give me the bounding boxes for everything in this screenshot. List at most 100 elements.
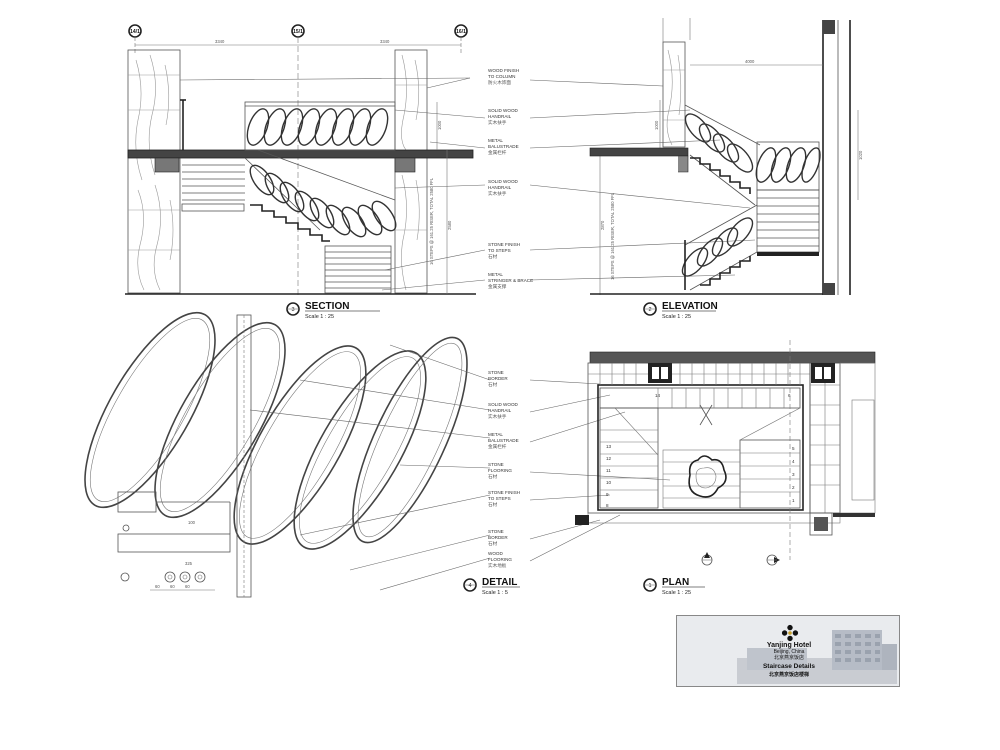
drawing-title-chinese: 北京燕京饭店楼梯 [768, 672, 809, 678]
detail-balustrade-loops [84, 311, 468, 550]
left-wood-column [127, 49, 181, 294]
svg-text:实木扶手: 实木扶手 [488, 119, 507, 126]
detail-view: 60 60 60 325 100 4 DETAIL Scale 1 : 5 [84, 311, 520, 598]
svg-text:实木扶手: 实木扶手 [488, 413, 507, 420]
svg-text:STRINGER & BRACE: STRINGER & BRACE [488, 278, 533, 283]
svg-text:FLOORING: FLOORING [488, 557, 512, 562]
svg-text:4: 4 [792, 459, 795, 464]
svg-text:13: 13 [606, 444, 612, 449]
svg-text:石材: 石材 [488, 501, 498, 508]
elev-dim-rail-height: 1000 [654, 120, 659, 130]
elev-dim-upper: 1020 [858, 150, 863, 160]
svg-text:METAL: METAL [488, 138, 503, 143]
dim-left-bay: 3340 [215, 39, 225, 44]
elevation-upper-flight [684, 104, 761, 206]
title-block: Yanjing Hotel Beijing, China 北京燕京饭店 Stai… [676, 615, 900, 687]
plan-view-title: 1 PLAN Scale 1 : 25 [643, 577, 705, 596]
svg-text:STONE: STONE [488, 529, 504, 534]
elev-dim-rise: 2870 [600, 220, 605, 230]
svg-text:SOLID WOOD: SOLID WOOD [488, 402, 519, 407]
svg-text:10: 10 [606, 480, 612, 485]
svg-text:TO COLUMN: TO COLUMN [488, 74, 515, 79]
upper-balustrade [244, 101, 396, 151]
section-stair-profile [250, 204, 330, 242]
elevation-view: 4000 1020 1000 2870 16 STEPS @ 161.25 RI… [529, 18, 863, 320]
svg-text:SOLID WOOD: SOLID WOOD [488, 108, 519, 113]
svg-text:4: 4 [468, 583, 471, 589]
svg-text:15/1: 15/1 [293, 29, 303, 35]
svg-text:BALUSTRADE: BALUSTRADE [488, 144, 519, 149]
plan-column-right [811, 363, 835, 383]
section-upper-steps [181, 164, 245, 212]
svg-text:BORDER: BORDER [488, 376, 508, 381]
plan-stair-flights [599, 387, 801, 509]
svg-text:ELEVATION: ELEVATION [662, 301, 718, 312]
section-annotations: WOOD FINISH TO COLUMN 防火木饰面 SOLID WOOD H… [488, 68, 533, 290]
svg-text:STONE FINISH: STONE FINISH [488, 490, 520, 495]
svg-text:11: 11 [606, 468, 611, 473]
detail-view-title: 4 DETAIL Scale 1 : 5 [463, 577, 520, 596]
dim-rise: 2580 [447, 220, 452, 230]
svg-text:石材: 石材 [488, 473, 498, 480]
section-lower-steps [324, 245, 392, 294]
svg-text:HANDRAIL: HANDRAIL [488, 114, 512, 119]
svg-text:DETAIL: DETAIL [482, 577, 517, 588]
upper-floor-slab [127, 149, 474, 159]
svg-text:实木扶手: 实木扶手 [488, 190, 507, 197]
svg-text:5: 5 [792, 446, 795, 451]
svg-text:BALUSTRADE: BALUSTRADE [488, 438, 519, 443]
elevation-landing-steps [756, 189, 820, 256]
hotel-logo-icon [781, 624, 799, 642]
section-diagonal-balustrade [244, 149, 397, 238]
svg-text:14/1: 14/1 [130, 29, 140, 35]
detail-dim-5: 100 [188, 520, 196, 525]
svg-text:Scale 1 : 5: Scale 1 : 5 [482, 590, 508, 596]
gridline-15-1: 15/1 [291, 24, 305, 295]
elevation-view-title: 2 ELEVATION Scale 1 : 25 [643, 301, 718, 320]
riser-note-elevation: 16 STEPS @ 161.25 RISER, TOTAL 2580 FFL [610, 192, 615, 280]
plan-stone-feature [688, 455, 727, 498]
plan-section-marker-2 [766, 554, 780, 566]
svg-text:3: 3 [291, 307, 294, 313]
plan-section-marker-1 [701, 552, 713, 566]
detail-base-plate [117, 491, 231, 583]
plan-column-left [648, 363, 672, 383]
elevation-floor-slab [589, 147, 689, 157]
hotel-building-image [737, 630, 897, 684]
svg-text:STONE: STONE [488, 370, 504, 375]
gridline-16-1: 16/1 [454, 24, 468, 55]
section-view-title: 3 SECTION Scale 1 : 25 [286, 301, 380, 320]
svg-text:石材: 石材 [488, 381, 498, 388]
svg-text:HANDRAIL: HANDRAIL [488, 408, 512, 413]
elev-dim-run: 4000 [745, 59, 755, 64]
elevation-lower-flight [681, 204, 758, 291]
plan-view: 13 12 11 10 9 8 5 4 3 2 1 14 6 [529, 340, 876, 596]
svg-text:石材: 石材 [488, 253, 498, 260]
svg-text:SECTION: SECTION [305, 301, 349, 312]
svg-text:Scale 1 : 25: Scale 1 : 25 [305, 314, 334, 320]
detail-dim-4: 325 [185, 561, 193, 566]
plan-annotations: STONE BORDER 石材 SOLID WOOD HANDRAIL 实木扶手… [488, 370, 520, 569]
svg-text:1: 1 [792, 498, 795, 503]
hotel-name: Yanjing Hotel [766, 642, 812, 649]
svg-text:8: 8 [606, 503, 609, 508]
elevation-wood-column [662, 41, 686, 148]
detail-dim-1: 60 [155, 584, 160, 589]
riser-note-section: 16 STEPS @ 161.25 RISER, TOTAL 2580 FFL [429, 177, 434, 265]
svg-text:6: 6 [788, 393, 791, 398]
svg-text:石材: 石材 [488, 540, 498, 547]
svg-text:TO STEPS: TO STEPS [488, 496, 511, 501]
svg-text:STONE FINISH: STONE FINISH [488, 242, 520, 247]
svg-text:1: 1 [648, 583, 651, 589]
detail-dim-3: 60 [185, 584, 190, 589]
svg-text:METAL: METAL [488, 432, 503, 437]
svg-text:PLAN: PLAN [662, 577, 689, 588]
svg-text:Scale 1 : 25: Scale 1 : 25 [662, 590, 691, 596]
svg-text:2: 2 [648, 307, 651, 313]
hotel-location: Beijing, China [773, 649, 805, 655]
svg-text:2: 2 [792, 485, 795, 490]
gridline-14-1: 14/1 [128, 24, 142, 55]
plan-stair-well [597, 384, 804, 511]
svg-text:METAL: METAL [488, 272, 503, 277]
